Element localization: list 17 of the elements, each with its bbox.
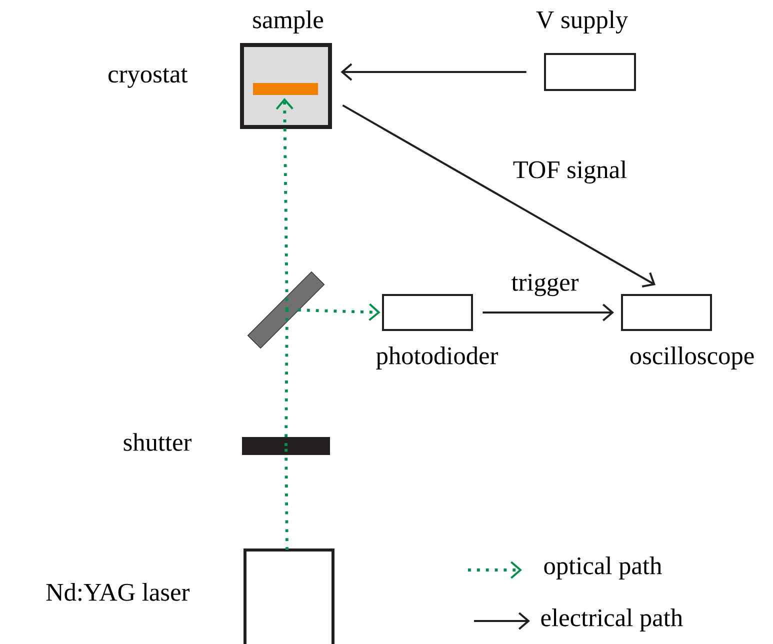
legend-label: electrical path bbox=[541, 608, 683, 632]
node-label: oscilloscope bbox=[630, 346, 754, 370]
node-label: V supply bbox=[536, 10, 628, 34]
edge-label: trigger bbox=[510, 272, 580, 298]
legend-label: optical path bbox=[544, 556, 662, 580]
node-label: photodioder bbox=[376, 346, 498, 370]
arrow bbox=[340, 63, 526, 81]
arrow bbox=[298, 303, 380, 321]
node-label: cryostat bbox=[108, 68, 188, 88]
node-label: Nd:YAG laser bbox=[46, 583, 190, 601]
arrow bbox=[482, 304, 614, 322]
mirror-drawing bbox=[247, 271, 325, 349]
node-label: shutter bbox=[124, 433, 192, 451]
arrow bbox=[342, 104, 656, 288]
arrow bbox=[276, 98, 294, 310]
node-label: sample bbox=[253, 10, 324, 34]
edge-label: TOF signal bbox=[512, 159, 628, 185]
